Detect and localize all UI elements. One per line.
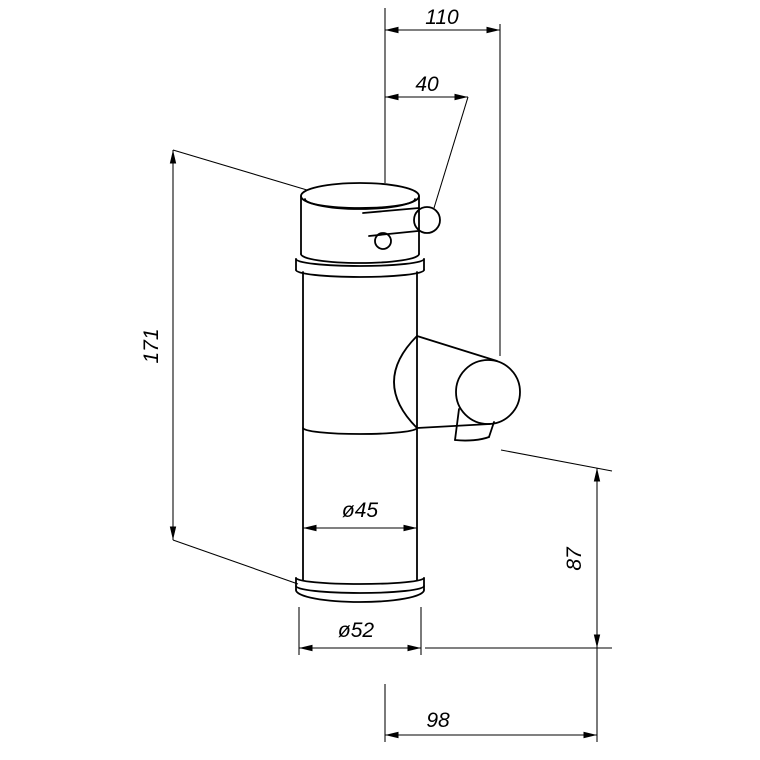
spout-bottom-edge: [416, 423, 491, 429]
collar-top-edge: [295, 258, 425, 267]
cap-inner-rim: [304, 198, 416, 209]
dimension-40: 40: [385, 73, 469, 209]
cap-bottom-edge: [300, 253, 420, 264]
outlet-right-edge: [488, 421, 495, 438]
dimension-87: 87: [425, 449, 613, 742]
faucet-spout: [393, 335, 521, 442]
outlet-bottom-edge: [454, 436, 490, 442]
extension-line-bottom: [172, 539, 299, 585]
dimension-171: 171: [140, 149, 308, 585]
dimension-98: 98: [384, 684, 597, 742]
dim-label-87: 87: [563, 546, 586, 571]
faucet-collar: [295, 258, 425, 278]
extension-line-top: [500, 449, 613, 472]
handle-knob: [413, 206, 441, 234]
extension-line-oblique: [433, 96, 469, 209]
spout-root-curve: [393, 335, 418, 429]
dim-label-110: 110: [425, 6, 459, 29]
extension-line-top: [172, 149, 308, 191]
faucet-handle: [362, 206, 441, 250]
spout-tip: [455, 359, 521, 425]
faucet-body: [302, 271, 418, 581]
dimension-45: ø45: [303, 499, 417, 532]
base-bottom-edge: [295, 589, 425, 603]
dim-label-45: ø45: [342, 499, 379, 522]
handle-pin: [374, 232, 392, 250]
faucet-cap: [300, 182, 420, 264]
dimension-52: ø52: [298, 607, 422, 655]
dim-label-40: 40: [415, 73, 439, 96]
outlet-left-edge: [454, 408, 460, 441]
dim-label-171: 171: [140, 328, 163, 363]
dimension-110: 110: [384, 6, 501, 356]
collar-bottom-edge: [295, 269, 425, 278]
lever-top-edge: [362, 207, 420, 214]
faucet-outline: [295, 182, 521, 603]
dim-label-98: 98: [426, 709, 450, 732]
faucet-base: [295, 577, 425, 603]
base-top-edge: [295, 577, 425, 585]
spout-top-edge: [416, 335, 498, 362]
dim-label-52: ø52: [338, 619, 375, 642]
base-mid-edge: [295, 585, 425, 594]
dimension-annotations: 110 40 171 ø45: [140, 6, 613, 742]
body-seam: [302, 427, 418, 435]
